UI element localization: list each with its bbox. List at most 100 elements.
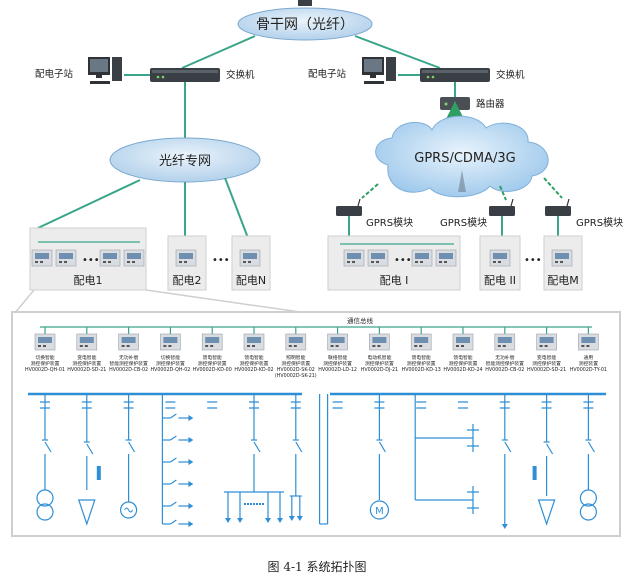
device-model: HV0002D-SD-21 [67,367,106,373]
device-desc: 测控保护装置 [72,360,101,367]
right-switch-label: 交换机 [496,69,525,81]
bus-label: 通信总线 [347,316,374,325]
device-icon [243,333,265,351]
device-desc: 测控保护装置 [198,360,227,367]
device-name: 馈电智能 [203,354,222,361]
gprs-cloud-label: GPRS/CDMA/3G [414,151,516,166]
device-desc: 智能测控保护装置 [486,360,525,367]
device-name: 切换智能 [35,354,54,361]
right-switch-icon [420,68,490,82]
device-icon [285,333,307,351]
device-model: HV0002D-DJ-21 [361,367,398,373]
right-pc-icon [362,57,396,84]
gprs-module-label-1: GPRS模块 [366,217,413,229]
backbone-left-link [181,35,256,69]
device-model: HV0002D-CB-02 [485,367,524,373]
device-row: 切换智能测控保护装置HV0002D-QH-01变电智能测控保护装置HV0002D… [25,327,607,379]
router-label: 路由器 [476,98,505,110]
svg-text:配电2: 配电2 [173,274,202,287]
device-model: HV0002D-SD-21 [527,367,566,373]
svg-text:配电 I: 配电 I [380,274,409,287]
device-desc: 测控保护装置 [156,360,185,367]
device-icon [410,333,432,351]
device-icon [536,333,558,351]
device-desc: 测控装置 [579,360,598,367]
device-icon [452,333,474,351]
svg-text:配电 II: 配电 II [484,274,516,287]
device-model: HV0002D-TY-01 [570,367,607,373]
device-desc: 测控保护装置 [407,360,436,367]
device-name: 馈电智能 [412,354,431,361]
dist-panel-ii: 配电 II [479,235,521,291]
device-icon [76,333,98,351]
backbone-device-icon [298,0,312,6]
device-icon [201,333,223,351]
device-icon [159,333,181,351]
gprs-module-icon-3 [544,198,572,217]
device-name: 联络智能 [328,354,347,361]
right-substation-label: 配电子站 [308,68,347,80]
device-desc: 测控保护装置 [532,360,561,367]
device-name: 无功补偿 [495,354,514,361]
device-desc: 测控保护装置 [323,360,352,367]
left-switch-label: 交换机 [226,69,255,81]
device-icon [327,333,349,351]
svg-text:•••: ••• [212,255,230,266]
device-model: HV0002D-KD-00 [193,367,232,373]
device-name: 切换智能 [161,354,180,361]
circuit-schematic: M [36,394,598,529]
left-pc-icon [88,57,122,84]
left-switch-icon [150,68,220,82]
device-desc: 测控保护装置 [449,360,478,367]
device-desc: 智能测控保护装置 [109,360,148,367]
device-name: 照明智能 [286,354,305,361]
gprs-module-label-3: GPRS模块 [576,217,623,229]
gprs-cloud: GPRS/CDMA/3G [375,115,549,198]
svg-text:•••: ••• [524,255,542,266]
gprs-module-label-2: GPRS模块 [440,217,487,229]
device-model: HV0002D-SK-02 [277,367,315,373]
backbone-node: 骨干网（光纤） [237,7,373,41]
svg-text:•••: ••• [82,255,100,266]
dist-panel-m: 配电M [543,235,583,291]
router-icon [440,97,470,110]
fiber-net-label: 光纤专网 [159,154,211,169]
device-name: 电动机智能 [367,354,391,361]
device-icon [34,333,56,351]
device-model-alt: (HV0002D-SK-21) [275,373,317,379]
svg-text:配电N: 配电N [236,274,266,287]
device-name: 馈电智能 [244,354,263,361]
left-substation-label: 配电子站 [35,68,74,80]
device-icon [118,333,140,351]
device-model: HV0002D-KD-13 [402,367,441,373]
svg-text:•••: ••• [394,255,412,266]
svg-text:配电M: 配电M [547,274,579,287]
dist-panel-1: ••• 配电1 [29,227,147,291]
device-desc: 测控保护装置 [281,360,310,367]
fiber-to-distn-link [224,177,249,239]
backbone-right-link [354,35,441,69]
gprs-module-icon-2 [488,198,516,217]
device-model: HV0002D-KD-24 [443,367,482,373]
device-name: 变电智能 [77,354,96,361]
backbone-label: 骨干网（光纤） [256,17,354,33]
detail-panel: 通信总线 切换智能测控保护装置HV0002D-QH-01变电智能测控保护装置HV… [11,311,621,537]
fiber-to-dist1-link [37,179,141,229]
right-substation: 配电子站 [308,57,396,84]
device-model: HV0002D-QH-01 [25,367,65,373]
device-desc: 测控保护装置 [365,360,394,367]
dist-1-label: 配电1 [74,274,103,287]
figure-caption: 图 4-1 系统拓扑图 [268,560,367,574]
dist-panel-2: 配电2 [167,235,207,291]
device-name: 变电智能 [537,354,556,361]
